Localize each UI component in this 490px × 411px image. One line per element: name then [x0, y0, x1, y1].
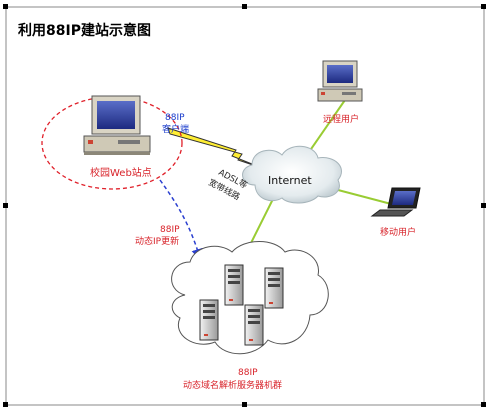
- diagram-title: 利用88IP建站示意图: [18, 22, 151, 39]
- desktop-computer-icon[interactable]: [83, 95, 151, 155]
- client-name-label: 88IP: [165, 113, 185, 123]
- selection-handles[interactable]: [3, 4, 486, 407]
- server-cluster-label-line1: 88IP: [238, 368, 258, 378]
- mobile-user-label: 移动用户: [380, 226, 416, 238]
- internet-label: Internet: [268, 174, 312, 187]
- lightning-icon: [167, 127, 263, 169]
- server-icon[interactable]: [199, 264, 284, 346]
- client-role-label: 客户端: [162, 123, 189, 135]
- dynamic-ip-update-arrow: [159, 179, 204, 261]
- dyn-update-label-line2: 动态IP更新: [135, 235, 179, 247]
- remote-user-computer-icon[interactable]: [317, 60, 363, 102]
- remote-user-label: 远程用户: [323, 113, 359, 125]
- laptop-icon[interactable]: [370, 187, 421, 217]
- internet-cloud-icon: [242, 145, 342, 204]
- dyn-update-label-line1: 88IP: [160, 225, 180, 235]
- server-cluster-label-line2: 动态域名解析服务器机群: [183, 379, 282, 391]
- campus-site-label: 校园Web站点: [90, 166, 152, 179]
